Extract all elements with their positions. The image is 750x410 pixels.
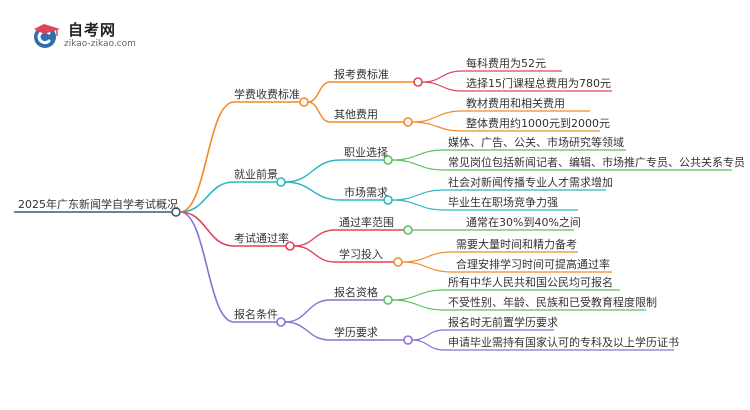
branch-connector (179, 211, 235, 323)
leaf-label: 需要大量时间和精力备考 (456, 238, 577, 251)
leaf-connector (391, 149, 445, 161)
subtopic-node-dot (403, 117, 413, 127)
leaf-label: 整体费用约1000元到2000元 (466, 117, 610, 130)
subtopic-connector (307, 101, 331, 123)
leaf-connector (421, 81, 463, 92)
subtopic-label: 市场需求 (344, 186, 388, 199)
subtopic-node-dot (393, 257, 403, 267)
subtopic-node-dot (403, 335, 413, 345)
leaf-label: 不受性别、年龄、民族和已受教育程度限制 (448, 296, 657, 309)
subtopic-connector (284, 299, 331, 323)
leaf-connector (421, 70, 463, 83)
leaf-label: 申请毕业需持有国家认可的专科及以上学历证书 (448, 336, 679, 349)
leaf-connector (391, 159, 445, 171)
leaf-connector (391, 199, 445, 211)
subtopic-node-dot (413, 77, 423, 87)
leaf-connector (391, 289, 445, 301)
subtopic-label: 学历要求 (334, 326, 378, 339)
subtopic-connector (293, 245, 336, 263)
subtopic-label: 学习投入 (339, 248, 383, 261)
brand-logo[interactable]: 自考网 zikao-zikao.com (30, 18, 170, 54)
branch-label: 报名条件 (234, 308, 278, 321)
subtopic-node-dot (403, 225, 413, 235)
leaf-label: 每科费用为52元 (466, 57, 546, 70)
subtopic-connector (293, 229, 336, 247)
leaf-connector (411, 110, 463, 123)
subtopic-label: 报考费标准 (334, 68, 389, 81)
branch-label: 考试通过率 (234, 232, 289, 245)
branch-node-dot (276, 177, 286, 187)
branch-label: 学费收费标准 (234, 88, 300, 101)
subtopic-connector (307, 81, 331, 103)
brand-name: 自考网 (68, 21, 117, 39)
branch-connector (179, 181, 235, 213)
branch-connector (179, 101, 235, 213)
subtopic-connector (284, 321, 331, 341)
branch-label: 就业前景 (234, 168, 278, 181)
brand-url: zikao-zikao.com (64, 39, 136, 49)
leaf-connector (411, 339, 445, 351)
leaf-label: 所有中华人民共和国公民均可报名 (448, 276, 613, 289)
subtopic-label: 报名资格 (334, 286, 378, 299)
leaf-label: 媒体、广告、公关、市场研究等领域 (448, 136, 624, 149)
subtopic-connector (284, 181, 341, 201)
leaf-connector (401, 261, 453, 273)
root-label: 2025年广东新闻学自学考试概况 (18, 198, 178, 211)
leaf-connector (391, 299, 445, 311)
leaf-label: 选择15门课程总费用为780元 (466, 77, 611, 90)
leaf-label: 通常在30%到40%之间 (466, 216, 581, 229)
leaf-connector (411, 121, 463, 132)
leaf-connector (391, 189, 445, 201)
leaf-label: 社会对新闻传播专业人才需求增加 (448, 176, 613, 189)
leaf-connector (401, 251, 453, 263)
leaf-label: 毕业生在职场竞争力强 (448, 196, 558, 209)
leaf-connector (411, 329, 445, 341)
subtopic-label: 职业选择 (344, 146, 388, 159)
subtopic-connector (284, 159, 341, 183)
subtopic-label: 通过率范围 (339, 216, 394, 229)
leaf-label: 合理安排学习时间可提高通过率 (456, 258, 610, 271)
subtopic-label: 其他费用 (334, 108, 378, 121)
subtopic-node-dot (383, 295, 393, 305)
graduation-cap-icon (34, 24, 60, 48)
branch-connector (179, 211, 235, 247)
leaf-label: 常见岗位包括新闻记者、编辑、市场推广专员、公共关系专员 (448, 156, 745, 169)
leaf-label: 教材费用和相关费用 (466, 97, 565, 110)
branch-node-dot (299, 97, 309, 107)
branch-node-dot (276, 317, 286, 327)
leaf-label: 报名时无前置学历要求 (448, 316, 558, 329)
